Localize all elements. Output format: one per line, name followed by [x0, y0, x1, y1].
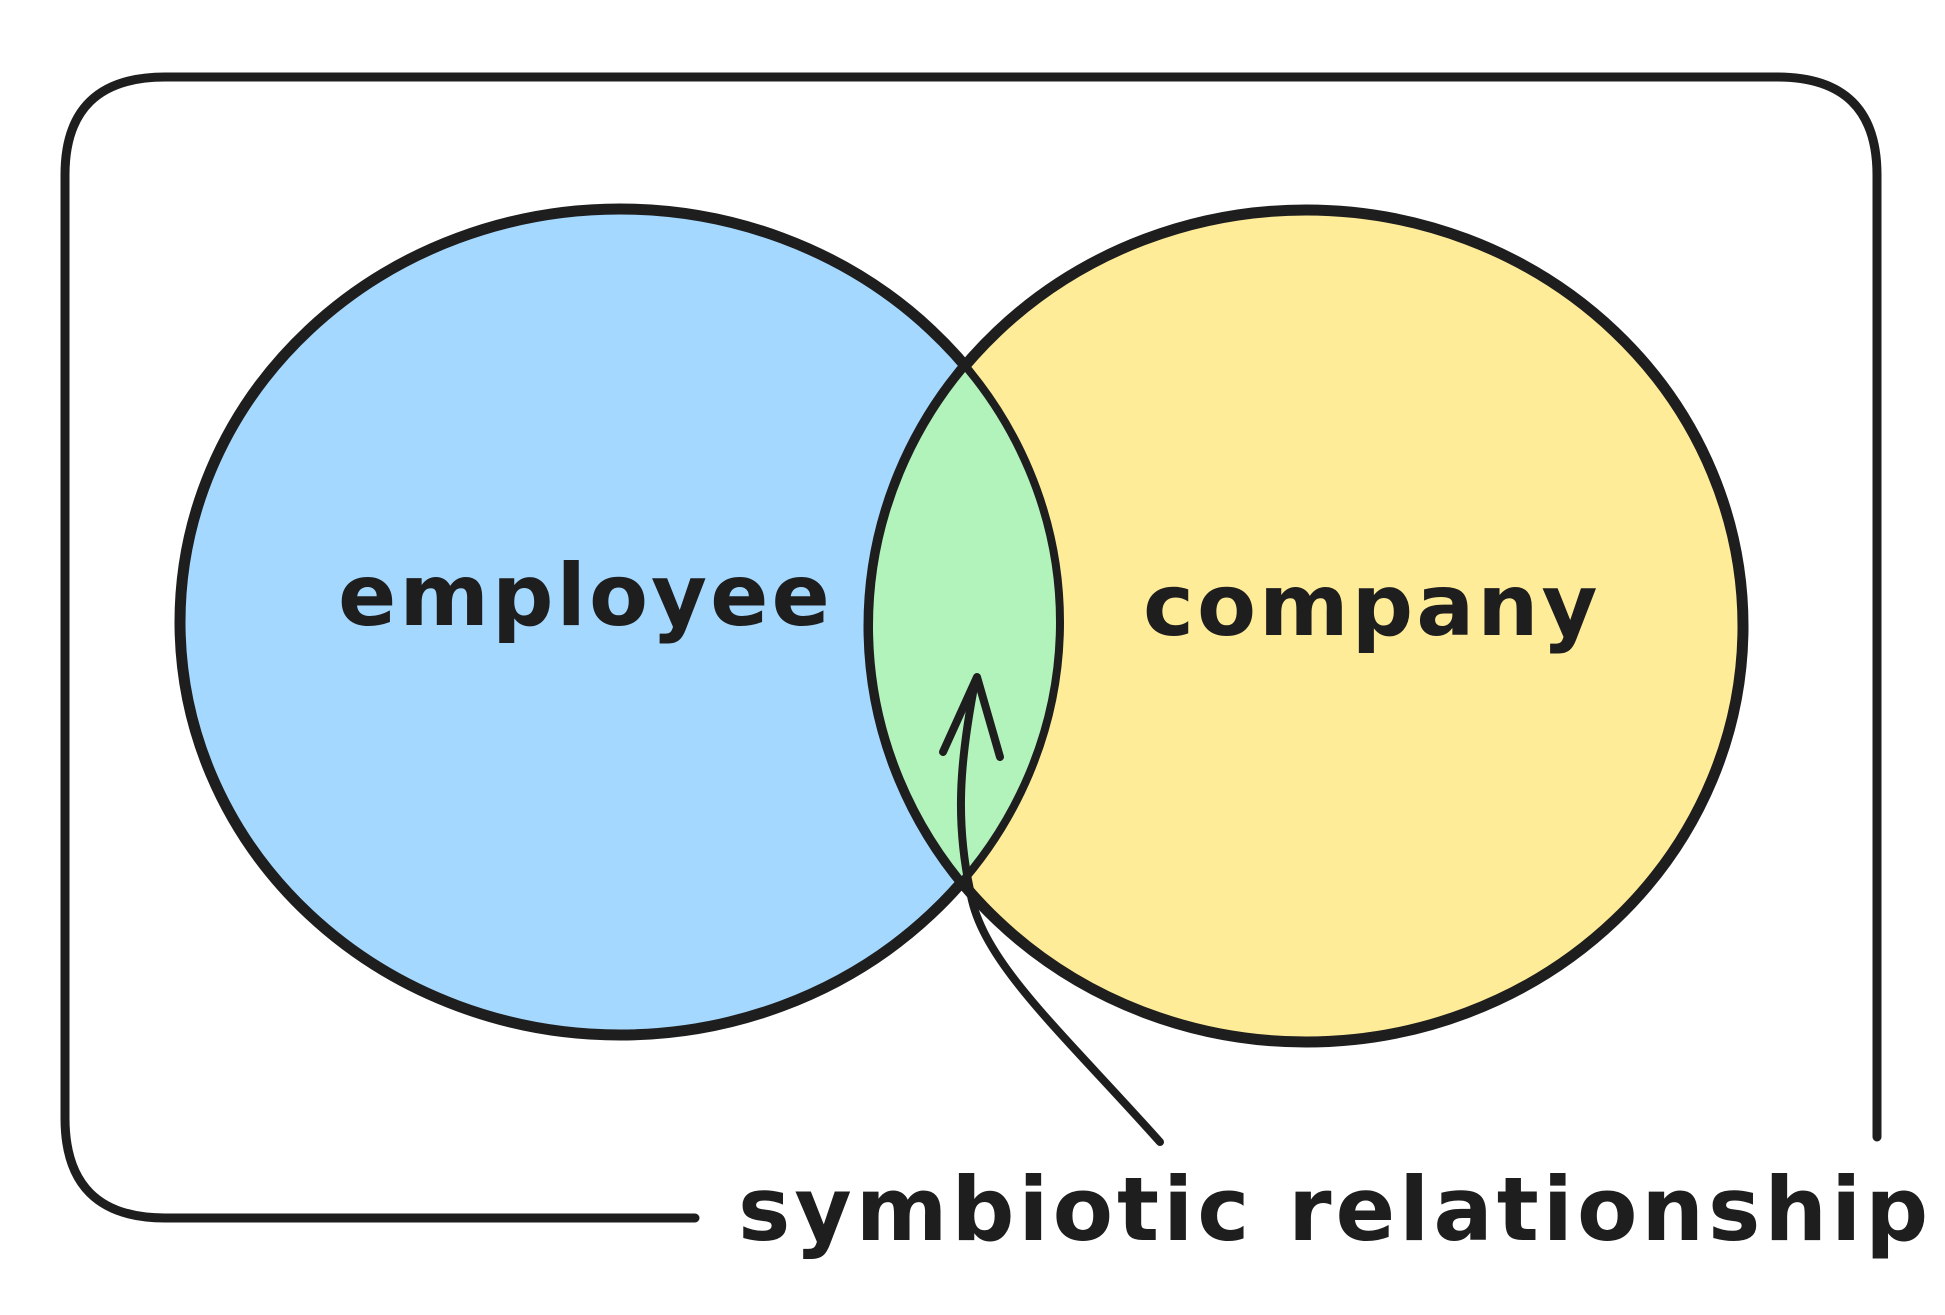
company-outline — [865, 206, 1747, 1046]
outer-frame — [60, 72, 1882, 1223]
employee-label: employee — [338, 546, 833, 646]
annotation-caption: symbiotic relationship — [738, 1158, 1932, 1261]
annotation-arrowhead — [939, 673, 1004, 761]
employee-outline — [176, 205, 1064, 1039]
annotation-arrow-line — [956, 678, 1164, 1146]
company-label: company — [1143, 556, 1601, 656]
